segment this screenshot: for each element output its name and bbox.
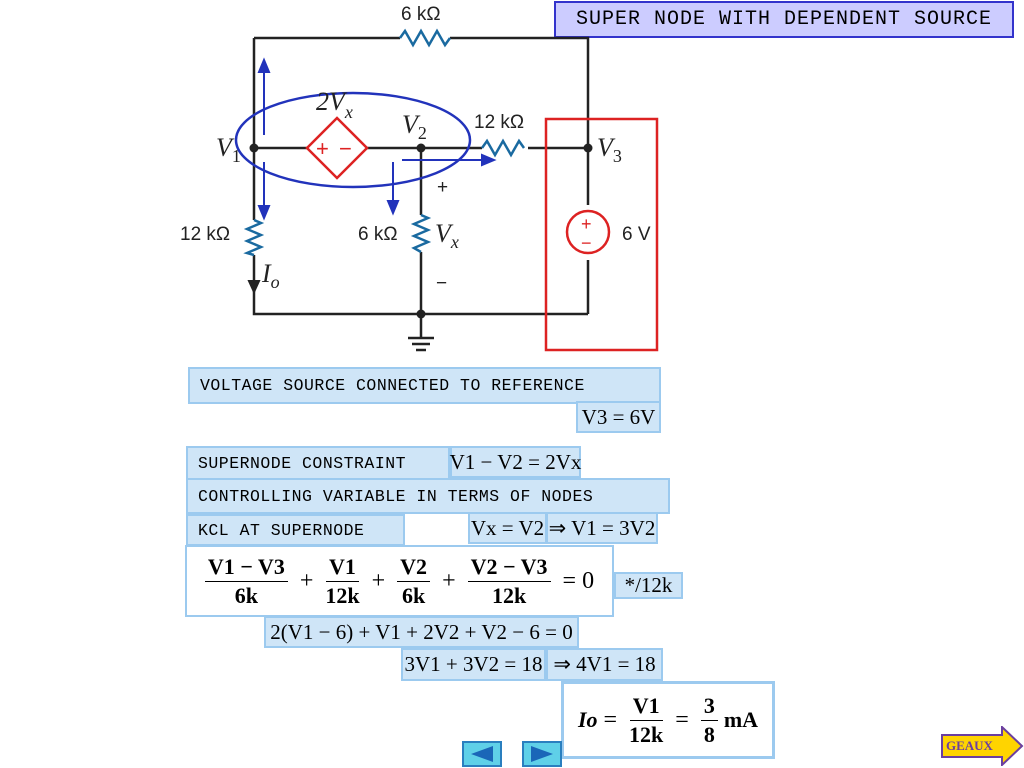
eq-v3: V3 = 6V: [576, 401, 661, 433]
svg-text:−: −: [339, 136, 352, 161]
voltage-source: + −: [565, 209, 611, 255]
r-mid-label: 12 kΩ: [474, 112, 524, 133]
kcl-term-4-num: V2 − V3: [467, 554, 551, 582]
svg-text:+: +: [581, 214, 592, 234]
vx-minus: −: [436, 273, 447, 294]
node-v2-dot: [416, 143, 426, 153]
eq-result-text: ⇒ 4V1 = 18: [553, 652, 656, 676]
svg-text:−: −: [581, 233, 592, 253]
reference-source-box: [544, 117, 659, 352]
geaux-label: GEAUX: [946, 738, 993, 753]
r-left-label: 12 kΩ: [180, 224, 230, 245]
circuit-wires: [252, 36, 590, 338]
eq-v1-text: ⇒ V1 = 3V2: [548, 515, 656, 540]
r-center-label: 6 kΩ: [358, 224, 398, 245]
label-controlling: CONTROLLING VARIABLE IN TERMS OF NODES: [186, 478, 670, 514]
kcl-term-2-num: V1: [326, 554, 359, 582]
eq-simplified-text: 3V1 + 3V2 = 18: [404, 652, 543, 676]
eq-v1: ⇒ V1 = 3V2: [546, 512, 658, 544]
eq-expanded-text: 2(V1 − 6) + V1 + 2V2 + V2 − 6 = 0: [270, 619, 573, 644]
eq-vx: Vx = V2: [468, 512, 547, 544]
circuit-diagram: + − + − 6 kΩ 12 kΩ 12 kΩ 6 kΩ 6 V + − 2V…: [180, 4, 659, 352]
node-v3-label: V3: [597, 133, 622, 166]
kcl-term-1-den: 6k: [234, 582, 258, 608]
io-frac-1-den: 12k: [629, 721, 664, 747]
kcl-term-3-num: V2: [397, 554, 431, 582]
resistor-mid: [480, 138, 526, 158]
kcl-term-1-num: V1 − V3: [204, 554, 288, 582]
dependent-source: + −: [305, 116, 369, 180]
triangle-right-icon: [531, 746, 553, 762]
next-button[interactable]: [522, 741, 562, 767]
kcl-term-3-den: 6k: [401, 582, 426, 608]
kcl-term-4-den: 12k: [491, 582, 527, 608]
dep-source-label: 2Vx: [316, 87, 353, 122]
arrow-right-icon: [941, 726, 1024, 766]
geaux-button[interactable]: GEAUX: [940, 726, 1024, 766]
node-v3-dot: [583, 143, 593, 153]
supernode-ellipse: [234, 91, 472, 189]
eq-simplified: 3V1 + 3V2 = 18: [401, 648, 546, 681]
node-v1-label: V1: [216, 133, 241, 166]
resistor-top: [398, 28, 452, 48]
slide-title: SUPER NODE WITH DEPENDENT SOURCE: [554, 1, 1014, 38]
io-frac-1-num: V1: [629, 693, 663, 721]
io-lhs: Io: [577, 707, 598, 732]
eq-constraint: V1 − V2 = 2Vx: [450, 446, 581, 478]
v-source-label: 6 V: [622, 224, 651, 245]
io-arrow: [247, 265, 261, 295]
node-v1-dot: [249, 143, 259, 153]
io-label: Io: [261, 259, 280, 292]
label-voltage-ref: VOLTAGE SOURCE CONNECTED TO REFERENCE: [188, 367, 661, 404]
eq-vx-text: Vx = V2: [470, 515, 545, 540]
r-top-label: 6 kΩ: [401, 4, 441, 25]
eq-constraint-text: V1 − V2 = 2Vx: [449, 449, 582, 474]
eq-kcl-multiplier: */12k: [614, 572, 683, 599]
vx-label: Vx: [435, 219, 459, 252]
prev-button[interactable]: [462, 741, 502, 767]
eq-expanded: 2(V1 − 6) + V1 + 2V2 + V2 − 6 = 0: [264, 616, 579, 648]
node-v2-label: V2: [402, 110, 427, 143]
eq-kcl-multiplier-text: */12k: [624, 573, 673, 597]
ground-symbol: [408, 336, 434, 352]
kcl-term-2-den: 12k: [325, 582, 360, 608]
label-kcl: KCL AT SUPERNODE: [186, 514, 405, 546]
ground-node-dot: [416, 309, 426, 319]
eq-v3-text: V3 = 6V: [581, 404, 656, 429]
triangle-left-icon: [471, 746, 493, 762]
resistor-left: [243, 218, 265, 257]
io-frac-2-num: 3: [700, 693, 718, 721]
vx-plus: +: [437, 177, 448, 198]
eq-result: ⇒ 4V1 = 18: [546, 648, 663, 681]
svg-text:+: +: [316, 136, 329, 161]
io-unit: mA: [723, 707, 759, 732]
resistor-center: [410, 213, 432, 254]
label-supernode-constraint: SUPERNODE CONSTRAINT: [186, 446, 450, 480]
io-frac-2-den: 8: [703, 721, 715, 747]
